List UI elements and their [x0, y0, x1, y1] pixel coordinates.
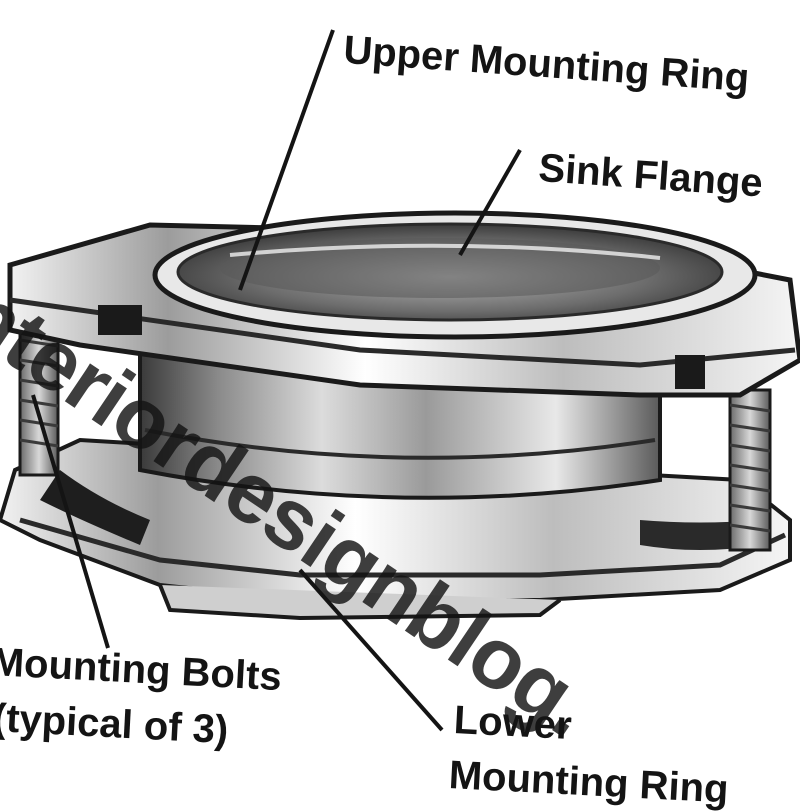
mounting-bolt-right	[728, 388, 772, 552]
leader-lower-mounting-ring	[298, 568, 444, 732]
label-lower-mounting-ring-line1: Lower	[452, 698, 573, 749]
leader-upper-mounting-ring	[238, 29, 335, 291]
leader-lines	[31, 29, 522, 732]
sink-flange	[152, 210, 758, 340]
leader-sink-flange	[458, 149, 522, 256]
leader-mounting-bolts	[31, 394, 110, 649]
